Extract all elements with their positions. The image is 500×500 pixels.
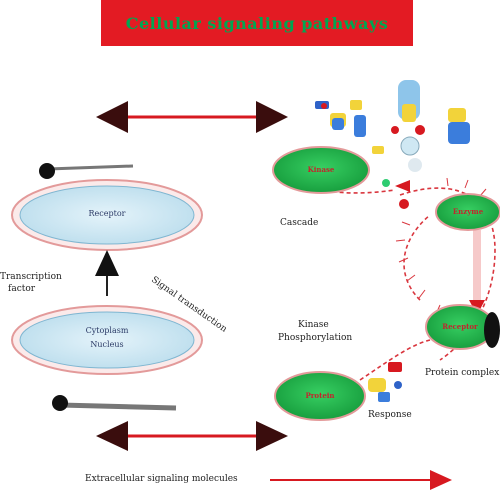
label-left-side: Transcription bbox=[0, 272, 62, 282]
molecule-cluster bbox=[315, 80, 470, 172]
green-node-2 bbox=[435, 193, 500, 231]
top-oval bbox=[11, 179, 203, 251]
pin-top bbox=[39, 163, 134, 179]
green-dot bbox=[382, 179, 390, 187]
green-node-1 bbox=[272, 146, 370, 194]
label-left-side-2: factor bbox=[8, 284, 36, 294]
top-oval-label: Receptor bbox=[88, 209, 126, 218]
title-banner: Cellular signaling pathways bbox=[101, 0, 413, 46]
small-red-arrow bbox=[395, 180, 410, 192]
label-center-middle-1: Kinase bbox=[298, 320, 329, 330]
top-double-arrow bbox=[96, 101, 288, 133]
diagram-title: Cellular signaling pathways bbox=[125, 13, 389, 33]
bottom-oval-label-1: Cytoplasm bbox=[85, 326, 129, 335]
green-node-4-label: Protein bbox=[305, 391, 335, 400]
red-dot bbox=[399, 199, 409, 209]
bottom-double-arrow bbox=[96, 421, 288, 451]
label-center-upper: Cascade bbox=[280, 218, 319, 228]
label-center-middle-2: Phosphorylation bbox=[278, 333, 353, 343]
green-node-2-label: Enzyme bbox=[452, 207, 484, 216]
label-bottom: Extracellular signaling molecules bbox=[85, 474, 238, 484]
label-right-cluster: Protein complex bbox=[425, 368, 500, 378]
pin-bottom bbox=[52, 395, 177, 411]
lower-cluster bbox=[368, 362, 402, 402]
label-lower-right: Response bbox=[368, 410, 412, 420]
bottom-oval bbox=[11, 305, 203, 375]
up-arrow bbox=[95, 250, 119, 296]
right-connector bbox=[469, 230, 485, 315]
bottom-oval-label-2: Nucleus bbox=[90, 340, 124, 349]
green-node-4 bbox=[274, 371, 366, 421]
green-node-3-label: Receptor bbox=[442, 322, 478, 331]
green-node-3 bbox=[425, 304, 500, 350]
bottom-long-arrow bbox=[270, 470, 452, 490]
green-node-1-label: Kinase bbox=[307, 165, 335, 174]
